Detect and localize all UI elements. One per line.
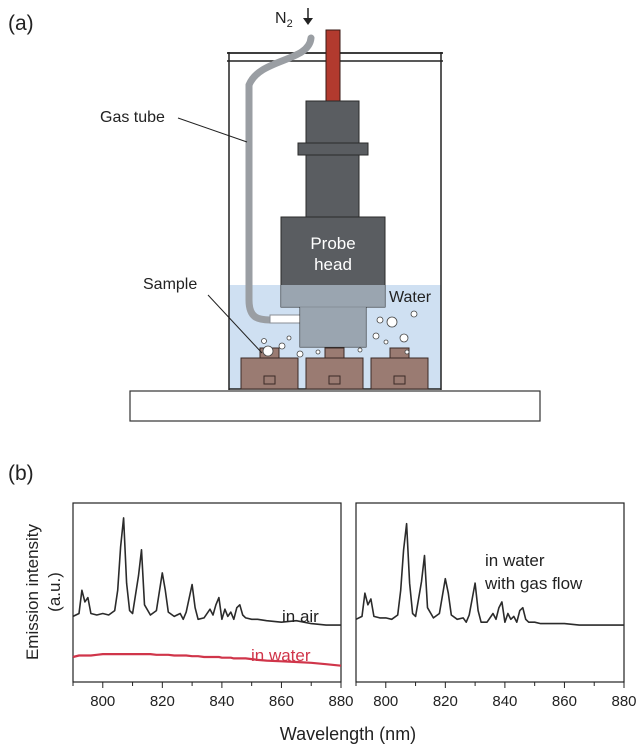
x-tick-label: 840 [492, 693, 517, 710]
panel-a-label: (a) [8, 12, 34, 35]
annotation-in-air: in air [282, 607, 319, 626]
panel-b-label: (b) [8, 462, 34, 485]
sample-label: Sample [143, 276, 197, 293]
x-tick-label: 840 [209, 693, 234, 710]
series-line-in-air [72, 517, 341, 626]
sample-block [305, 347, 364, 390]
sample-leader [207, 294, 263, 354]
series-line-in-water [72, 653, 342, 667]
probe-head-label-2: head [314, 255, 352, 274]
bubbles [261, 310, 418, 358]
annotation-gas-flow-2: with gas flow [484, 574, 583, 593]
x-axis-label: Wavelength (nm) [280, 724, 416, 744]
arrow-down-icon [303, 18, 313, 25]
probe-head-label-1: Probe [310, 234, 355, 253]
gas-tube-label: Gas tube [100, 109, 165, 126]
x-tick-label: 800 [90, 693, 115, 710]
x-tick-label: 820 [150, 693, 175, 710]
x-tick-label: 860 [552, 693, 577, 710]
y-axis-label-2: (a.u.) [45, 572, 64, 612]
x-tick-label: 880 [611, 693, 636, 710]
series-line-in-water-with-gas-flow [355, 522, 624, 626]
base-plate [129, 390, 541, 422]
x-tick-label: 800 [373, 693, 398, 710]
y-axis-label-1: Emission intensity [23, 523, 42, 660]
x-tick-label: 820 [433, 693, 458, 710]
gas-tube-nozzle [269, 314, 302, 324]
annotation-in-water: in water [251, 646, 311, 665]
x-tick-label: 860 [269, 693, 294, 710]
water-label: Water [389, 289, 432, 306]
gas-tube [245, 34, 315, 324]
gas-tube-leader [177, 117, 248, 143]
x-tick-label: 880 [328, 693, 353, 710]
n2-label: N2 [275, 10, 293, 30]
sample-block [370, 347, 429, 390]
annotation-gas-flow-1: in water [485, 551, 545, 570]
